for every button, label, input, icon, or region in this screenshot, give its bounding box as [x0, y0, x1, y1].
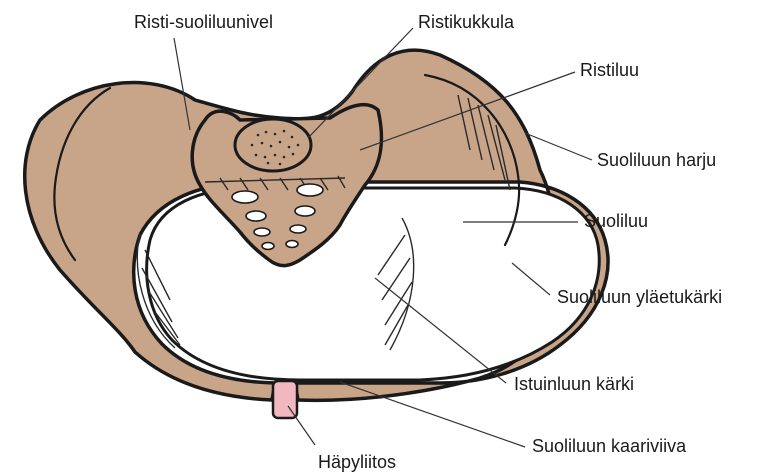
label-pubic-symphysis: Häpyliitos: [318, 452, 396, 472]
label-asis: Suoliluun yläetukärki: [557, 287, 722, 307]
label-ilium: Suoliluu: [584, 211, 648, 231]
leader-pubic-symphysis: [288, 406, 315, 445]
pelvic-inlet: [147, 188, 600, 380]
label-arcuate-line: Suoliluun kaariviiva: [532, 436, 687, 456]
label-iliac-crest: Suoliluun harju: [597, 150, 716, 170]
leader-arcuate-line: [340, 382, 525, 447]
label-si-joint: Risti-suoliluunivel: [134, 12, 273, 32]
sacral-promontory: [235, 119, 311, 171]
label-sacrum: Ristiluu: [580, 60, 639, 80]
label-promontory: Ristikukkula: [418, 12, 515, 32]
label-ischial-spine: Istuinluun kärki: [514, 374, 634, 394]
pubic-symphysis: [273, 381, 297, 418]
